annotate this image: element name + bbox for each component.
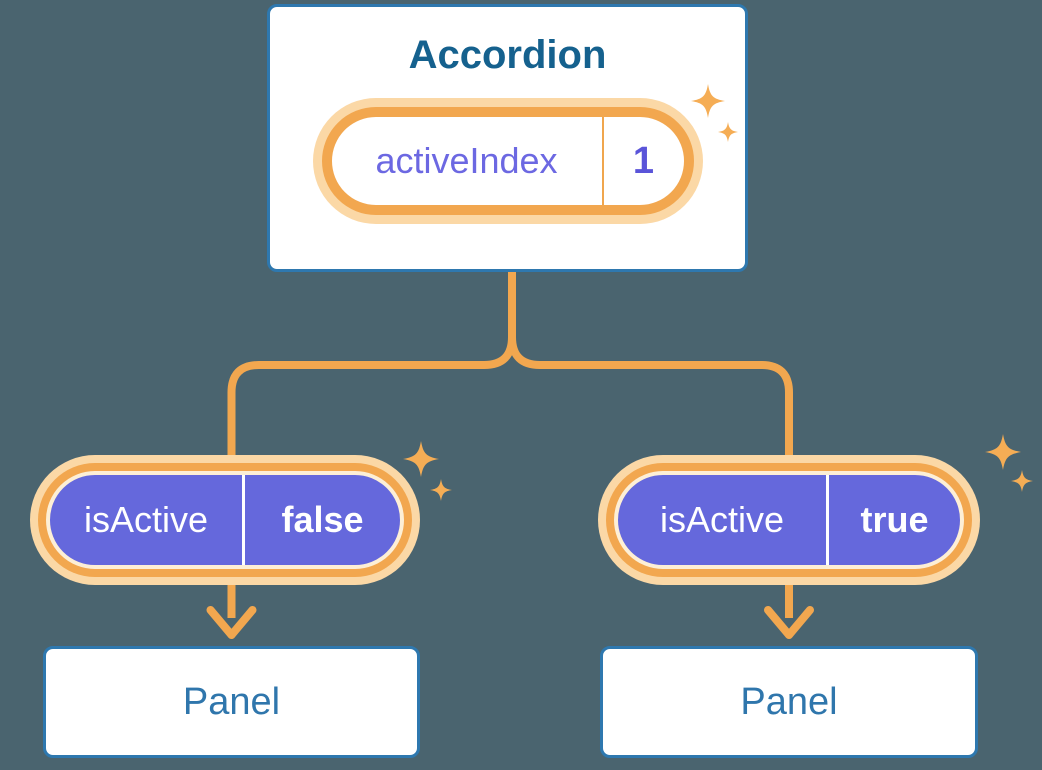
panel-card-left: Panel [43, 646, 420, 758]
arrowhead-right-icon [764, 606, 814, 639]
prop-pill-right-inner: isActive true [614, 471, 964, 569]
state-value-label: 1 [632, 139, 655, 182]
panel-label: Panel [740, 680, 838, 723]
state-pill: activeIndex 1 [321, 107, 694, 215]
prop-value-cell: false [245, 475, 400, 565]
prop-name-label: isActive [83, 499, 209, 540]
prop-value-label: true [860, 499, 929, 540]
prop-pill-left-inner: isActive false [46, 471, 404, 569]
panel-card-right: Panel [600, 646, 978, 758]
prop-name-cell: isActive [618, 475, 826, 565]
prop-value-cell: true [829, 475, 960, 565]
state-name-label: activeIndex [375, 140, 558, 181]
sparkle-icon [430, 479, 452, 501]
state-name-cell: activeIndex [332, 117, 602, 205]
arrowhead-left-icon [206, 606, 257, 639]
sparkle-icon [985, 434, 1021, 470]
prop-name-label: isActive [659, 499, 785, 540]
state-value-cell: 1 [604, 117, 684, 205]
prop-name-cell: isActive [50, 475, 242, 565]
accordion-component-card: Accordion activeIndex 1 [267, 4, 748, 272]
panel-label: Panel [182, 680, 281, 723]
prop-value-label: false [281, 499, 364, 540]
prop-pill-left: isActive false [38, 463, 412, 577]
prop-pill-right: isActive true [606, 463, 972, 577]
sparkle-icon [1011, 470, 1033, 492]
prop-pill-divider [826, 475, 829, 565]
prop-pill-divider [242, 475, 245, 565]
state-pill-divider [601, 117, 604, 205]
sparkle-icon [403, 441, 439, 477]
accordion-title: Accordion [408, 33, 607, 77]
